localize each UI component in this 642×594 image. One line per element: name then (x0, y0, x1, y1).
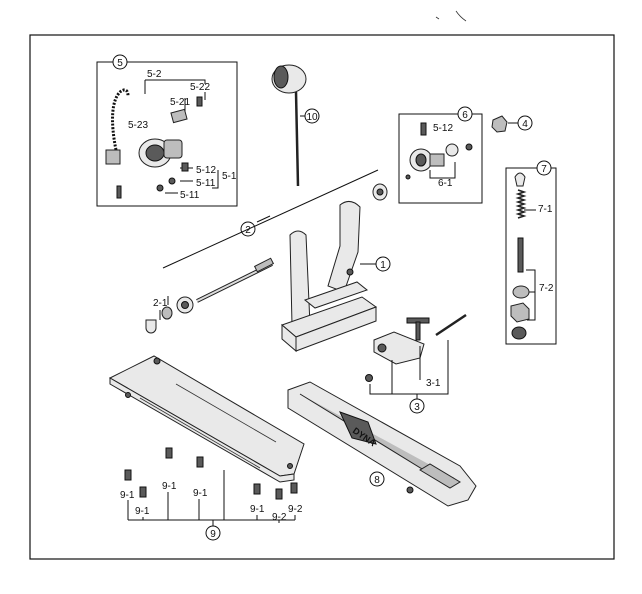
block-7-2 (510, 302, 530, 323)
spring-rod (517, 237, 524, 273)
small-screw-5-22 (196, 96, 203, 107)
spring-part (514, 172, 527, 219)
washer-5-11-b (156, 184, 164, 192)
label-5-11-b: 5-11 (180, 190, 200, 201)
chain-part (111, 88, 130, 151)
callout-10: 10 (304, 108, 320, 124)
label-5-21: 5-21 (170, 97, 190, 108)
leader-9 (127, 470, 296, 527)
washer-5-11 (168, 177, 176, 185)
label-5-12-b: 5-12 (433, 123, 453, 134)
callout-4: 4 (517, 115, 533, 131)
bearing-part-top (372, 183, 388, 201)
leader-2-1 (159, 296, 169, 320)
shaft-part (196, 257, 275, 303)
label-5-2: 5-2 (147, 69, 162, 80)
bearing-part (176, 296, 194, 314)
label-9-1-d: 9-1 (193, 488, 208, 499)
label-9-1-e: 9-1 (250, 504, 265, 515)
small-screw-5-12 (181, 162, 189, 172)
nut-7-2 (512, 285, 530, 299)
label-9-2-a: 9-2 (272, 512, 287, 523)
clamp-piece (170, 108, 188, 124)
frame-part (281, 201, 378, 353)
label-7-1: 7-1 (538, 204, 553, 215)
label-5-1: 5-1 (222, 171, 237, 182)
svg-text:4: 4 (522, 119, 528, 130)
strap-clip (105, 149, 121, 165)
label-5-23: 5-23 (128, 120, 148, 131)
svg-text:8: 8 (374, 475, 380, 486)
callout-3: 3 (409, 398, 425, 414)
screws-9 (124, 447, 298, 500)
group-5-box (96, 61, 238, 207)
label-9-1-c: 9-1 (162, 481, 177, 492)
label-5-12: 5-12 (196, 165, 216, 176)
callout-5: 5 (112, 54, 128, 70)
label-5-22: 5-22 (190, 82, 210, 93)
callout-7: 7 (536, 160, 552, 176)
svg-text:6: 6 (462, 110, 468, 121)
beater-part (271, 64, 307, 187)
svg-text:5: 5 (117, 58, 123, 69)
callout-9: 9 (205, 525, 221, 541)
stray-mark (435, 10, 467, 22)
svg-text:9: 9 (210, 529, 216, 540)
callout-8: 8 (369, 471, 385, 487)
label-2-1: 2-1 (153, 298, 168, 309)
base-plate-part (108, 355, 305, 483)
leader-2 (162, 169, 379, 269)
svg-text:1: 1 (380, 260, 386, 271)
group-7-box (505, 167, 557, 345)
label-3-1: 3-1 (426, 378, 441, 389)
label-9-1-b: 9-1 (135, 506, 150, 517)
small-nut-3 (365, 374, 373, 382)
t-screw-part (406, 317, 430, 341)
leader-6-1 (429, 162, 456, 179)
label-6-1: 6-1 (438, 178, 453, 189)
label-9-2-b: 9-2 (288, 504, 303, 515)
nut-7-2-b (511, 326, 527, 340)
svg-text:3: 3 (414, 402, 420, 413)
label-5-11: 5-11 (196, 178, 216, 189)
diagram-border (29, 34, 615, 560)
label-7-2: 7-2 (539, 283, 554, 294)
washer-part (161, 306, 173, 320)
end-cap-part (145, 319, 157, 334)
label-9-1-a: 9-1 (120, 490, 135, 501)
small-screw-6 (420, 122, 427, 136)
clamp-part-4 (491, 115, 508, 133)
footboard-part: DYNA (287, 381, 477, 507)
long-bolt (435, 313, 467, 337)
sprocket-part (138, 138, 183, 168)
callout-1: 1 (375, 256, 391, 272)
svg-text:10: 10 (306, 112, 318, 123)
svg-text:7: 7 (541, 164, 547, 175)
hinge-part (373, 331, 425, 365)
leader-3 (369, 340, 449, 395)
strap-screw (116, 185, 122, 199)
svg-text:2: 2 (245, 225, 251, 236)
hub-part-6-1 (405, 143, 473, 180)
callout-6: 6 (457, 106, 473, 122)
